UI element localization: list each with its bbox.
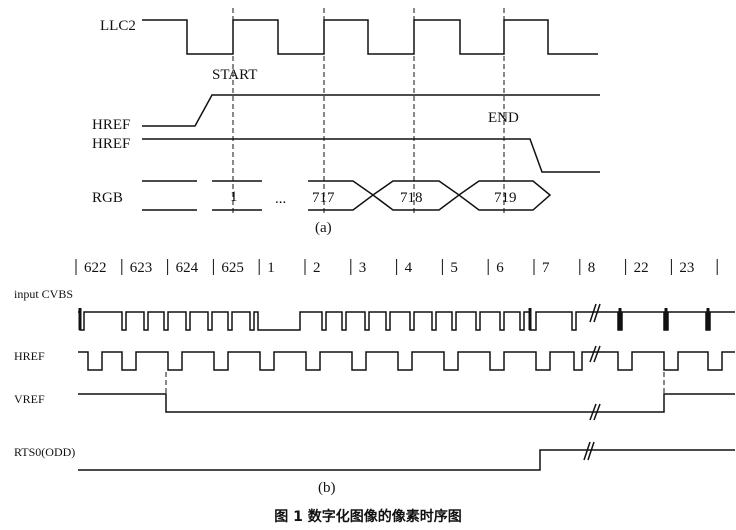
line-number: 624 <box>176 260 199 276</box>
href-gap-mark <box>589 345 601 363</box>
line-number: 8 <box>588 260 596 276</box>
cvbs-gap-mark <box>589 303 601 323</box>
rts0-gap-mark <box>583 441 595 461</box>
cvbs-label: input CVBS <box>14 287 73 301</box>
rts0-label: RTS0(ODD) <box>14 445 75 459</box>
vref-label: VREF <box>14 392 45 406</box>
llc2-waveform <box>142 19 598 55</box>
line-number: 22 <box>634 260 649 276</box>
rgb-bus <box>142 180 552 211</box>
href-line-waveform <box>78 351 735 371</box>
line-number: 7 <box>542 260 550 276</box>
vref-waveform <box>78 393 735 413</box>
line-number: 1 <box>267 260 275 276</box>
part-b-label: (b) <box>318 480 336 496</box>
rgb-pixel-717: 717 <box>312 190 335 206</box>
href-label-2: HREF <box>92 136 130 152</box>
llc2-label: LLC2 <box>100 18 136 34</box>
line-number: 625 <box>221 260 244 276</box>
vref-gap-mark <box>589 403 601 421</box>
href-rising-waveform <box>142 94 600 127</box>
timing-guides <box>232 8 505 214</box>
figure-caption: 图 1 数字化图像的像素时序图 <box>274 508 462 525</box>
line-number: 4 <box>405 260 413 276</box>
line-number: 2 <box>313 260 321 276</box>
href-label-1: HREF <box>92 117 130 133</box>
part-a: LLC2 START HREF END HREF RGB 1 ... 717 7… <box>92 8 600 236</box>
rgb-pixel-1: 1 <box>230 189 238 205</box>
line-number: 5 <box>450 260 458 276</box>
rgb-pixel-718: 718 <box>400 190 423 206</box>
rgb-ellipsis: ... <box>275 191 286 207</box>
line-number: 6 <box>496 260 504 276</box>
href-b-label: HREF <box>14 349 45 363</box>
rgb-label: RGB <box>92 190 123 206</box>
rts0-waveform <box>78 449 735 471</box>
line-number: 623 <box>130 260 153 276</box>
end-marker-label: END <box>488 110 519 126</box>
start-marker-label: START <box>212 67 257 83</box>
line-number: 23 <box>679 260 694 276</box>
rgb-pixel-719: 719 <box>494 190 517 206</box>
href-falling-waveform <box>142 138 600 173</box>
cvbs-waveform <box>78 311 735 331</box>
line-number: 622 <box>84 260 107 276</box>
part-a-label: (a) <box>315 220 332 236</box>
line-number: 3 <box>359 260 367 276</box>
